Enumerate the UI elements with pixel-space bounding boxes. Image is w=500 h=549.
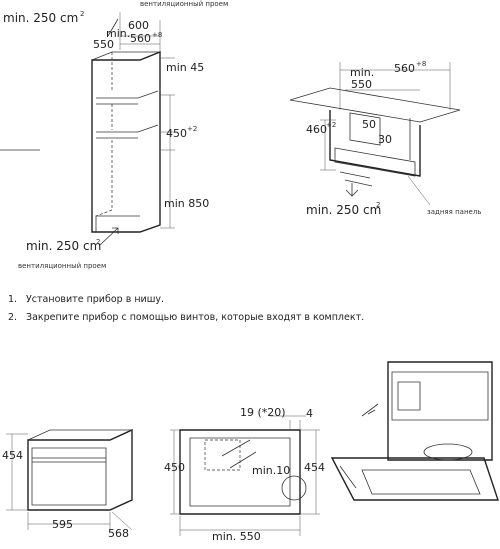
- appliance-dimensions-diagram: 454 595 568: [2, 428, 133, 540]
- width-595-label: 595: [52, 518, 73, 531]
- height-450-tol: +2: [187, 125, 197, 133]
- appliance-body: [27, 428, 133, 511]
- vent-bottom-arrow: [99, 227, 119, 246]
- min-area-sq-2: 2: [376, 201, 380, 209]
- section-arrow: [221, 439, 257, 469]
- door-handle: [32, 457, 106, 463]
- back-panel-label: задняя панель: [427, 208, 481, 216]
- height-450-label: 450: [166, 127, 187, 140]
- width-560-label: 560: [130, 32, 151, 45]
- step-text: Установите прибор в нишу.: [26, 294, 165, 305]
- installed-appliance-diagram: [330, 361, 499, 501]
- installation-steps: 1. Установите прибор в нишу. 2. Закрепит…: [8, 291, 488, 327]
- niche-perspective-diagram: min. 550 560 +8 460 +2 50 30 min. 250 cm…: [289, 60, 481, 217]
- appliance-face: [391, 371, 489, 421]
- min-10-label: min.10: [252, 464, 290, 477]
- height-454-label-4: 454: [304, 461, 325, 474]
- width-560-label-2: 560: [394, 62, 415, 75]
- height-450-label-4: 450: [164, 461, 185, 474]
- cabinet-outline: [91, 50, 161, 233]
- depth-568-label: 568: [108, 527, 129, 540]
- vent-bottom-label: вентиляционный проем: [18, 262, 106, 270]
- left-dimension-lines-4: [170, 429, 180, 515]
- cabinet-shelves: [96, 90, 159, 139]
- depth-50-label: 50: [362, 118, 376, 131]
- min-550-label: min. 550: [212, 530, 261, 543]
- height-460-tol: +2: [326, 121, 336, 129]
- height-dimension-lines-3: [6, 433, 28, 511]
- depth-30-label: 30: [378, 133, 392, 146]
- top-dimension-lines: [119, 12, 161, 60]
- depth-19-label: 19 (*20): [240, 406, 286, 419]
- appliance-panel: [397, 381, 421, 411]
- step-number: 2.: [8, 312, 18, 323]
- cavity-top-plane: [289, 87, 461, 123]
- appliance-top: [27, 429, 132, 441]
- width-550-label: 550: [93, 38, 114, 51]
- door-panel: [31, 447, 107, 506]
- detail-circle: [281, 475, 307, 501]
- right-dimension-lines-4: [300, 429, 320, 515]
- min-area-label-2: min. 250 cm: [306, 203, 381, 217]
- door-glass: [361, 469, 481, 495]
- vent-top-arrow: [107, 18, 119, 37]
- height-454-label: 454: [2, 449, 23, 462]
- step-number: 1.: [8, 294, 18, 305]
- min-area-top-label: min. 250 cm: [3, 11, 78, 25]
- section-inner: [189, 437, 291, 507]
- height-850-label: min 850: [164, 197, 209, 210]
- depth-4-label: 4: [306, 407, 313, 420]
- min-label-1: min.: [106, 27, 130, 40]
- turntable: [423, 443, 473, 461]
- depth-45-label: min 45: [166, 61, 204, 74]
- screw-icon: [361, 403, 379, 417]
- appliance-bottom-slot: [334, 147, 416, 177]
- step-item: 1. Установите прибор в нишу.: [8, 291, 488, 309]
- min-area-top-sq: 2: [80, 10, 84, 18]
- min-area-bottom-sq: 2: [96, 238, 100, 246]
- door-hinge-line: [339, 465, 357, 489]
- tall-cabinet-diagram: вентиляционный проем min. 250 cm 2 600 m…: [0, 0, 228, 270]
- top-dimension-lines-2: [339, 62, 451, 110]
- side-dimension-lines: [160, 57, 175, 229]
- width-550-label-2: 550: [351, 78, 372, 91]
- vent-arrow-2: [345, 183, 359, 197]
- min-label-2: min.: [350, 66, 374, 79]
- width-560-tol-2: +8: [416, 60, 426, 68]
- section-dashed-box: [204, 439, 241, 471]
- width-dimension-lines-3: [27, 511, 133, 531]
- niche-cross-section-diagram: 19 (*20) 4 450 454 min.10 min. 550: [164, 406, 325, 543]
- top-dimension-lines-4: [270, 415, 306, 430]
- back-panel-leader: [407, 175, 431, 206]
- vent-slot-lines: [339, 171, 373, 187]
- vent-top-label: вентиляционный проем: [140, 0, 228, 8]
- bottom-dimension-lines-4: [179, 516, 301, 536]
- height-460-label: 460: [306, 123, 327, 136]
- width-560-tol: +8: [152, 31, 162, 39]
- width-600-label: 600: [128, 19, 149, 32]
- step-text: Закрепите прибор с помощью винтов, котор…: [26, 312, 365, 323]
- height-dimension-lines: [320, 119, 336, 171]
- step-item: 2. Закрепите прибор с помощью винтов, ко…: [8, 309, 488, 327]
- cabinet-hidden-edges: [95, 52, 113, 217]
- cavity-sides: [329, 110, 421, 177]
- cabinet-base: [95, 215, 140, 232]
- cavity-inner-walls: [349, 112, 411, 160]
- min-area-bottom-label: min. 250 cm: [26, 239, 101, 253]
- open-door: [330, 457, 499, 501]
- wall-cabinet: [387, 361, 493, 461]
